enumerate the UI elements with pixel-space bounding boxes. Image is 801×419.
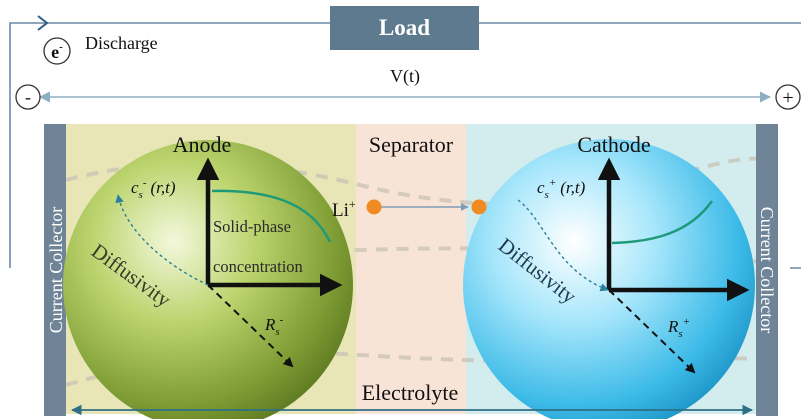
right-collector-label: Current Collector — [757, 207, 777, 333]
left-collector-label: Current Collector — [46, 207, 66, 333]
li-ion-source-icon — [366, 199, 382, 215]
circuit-wire — [9, 22, 801, 269]
negative-terminal-label: - — [25, 87, 31, 107]
li-ion-target-icon — [471, 199, 487, 215]
positive-terminal-icon — [775, 84, 801, 110]
cathode-label: Cathode — [577, 132, 650, 157]
discharge-label: Discharge — [85, 33, 158, 53]
separator-region — [356, 124, 466, 414]
cathode-concentration-label: cs+(r,t) — [537, 177, 586, 201]
anode-radius-label: Rs- — [264, 314, 284, 338]
concentration-label: concentration — [213, 257, 303, 276]
load-label: Load — [378, 15, 431, 40]
positive-terminal-label: + — [782, 87, 793, 109]
load-box: Load — [330, 6, 479, 50]
anode-concentration-label: cs-(r,t) — [131, 177, 176, 201]
voltage-label: V(t) — [390, 66, 420, 87]
anode-radius-arrow — [207, 284, 294, 368]
cathode-radius-arrow — [608, 289, 696, 374]
negative-terminal-icon — [15, 84, 41, 110]
left-current-collector — [44, 124, 66, 416]
solid-phase-label: Solid-phase — [213, 217, 291, 236]
circuit-arrow-icon — [37, 15, 49, 31]
anode-label: Anode — [173, 132, 232, 157]
cathode-concentration-curve — [611, 200, 714, 245]
right-current-collector — [756, 124, 778, 416]
anode-concentration-curve — [211, 189, 332, 243]
electron-label: e- — [51, 41, 63, 62]
separator-label: Separator — [369, 132, 454, 157]
electron-icon — [43, 37, 71, 65]
cathode-radius-label: Rs+ — [667, 316, 690, 340]
li-ion-label: Li+ — [332, 197, 356, 221]
electrolyte-label: Electrolyte — [362, 380, 459, 405]
